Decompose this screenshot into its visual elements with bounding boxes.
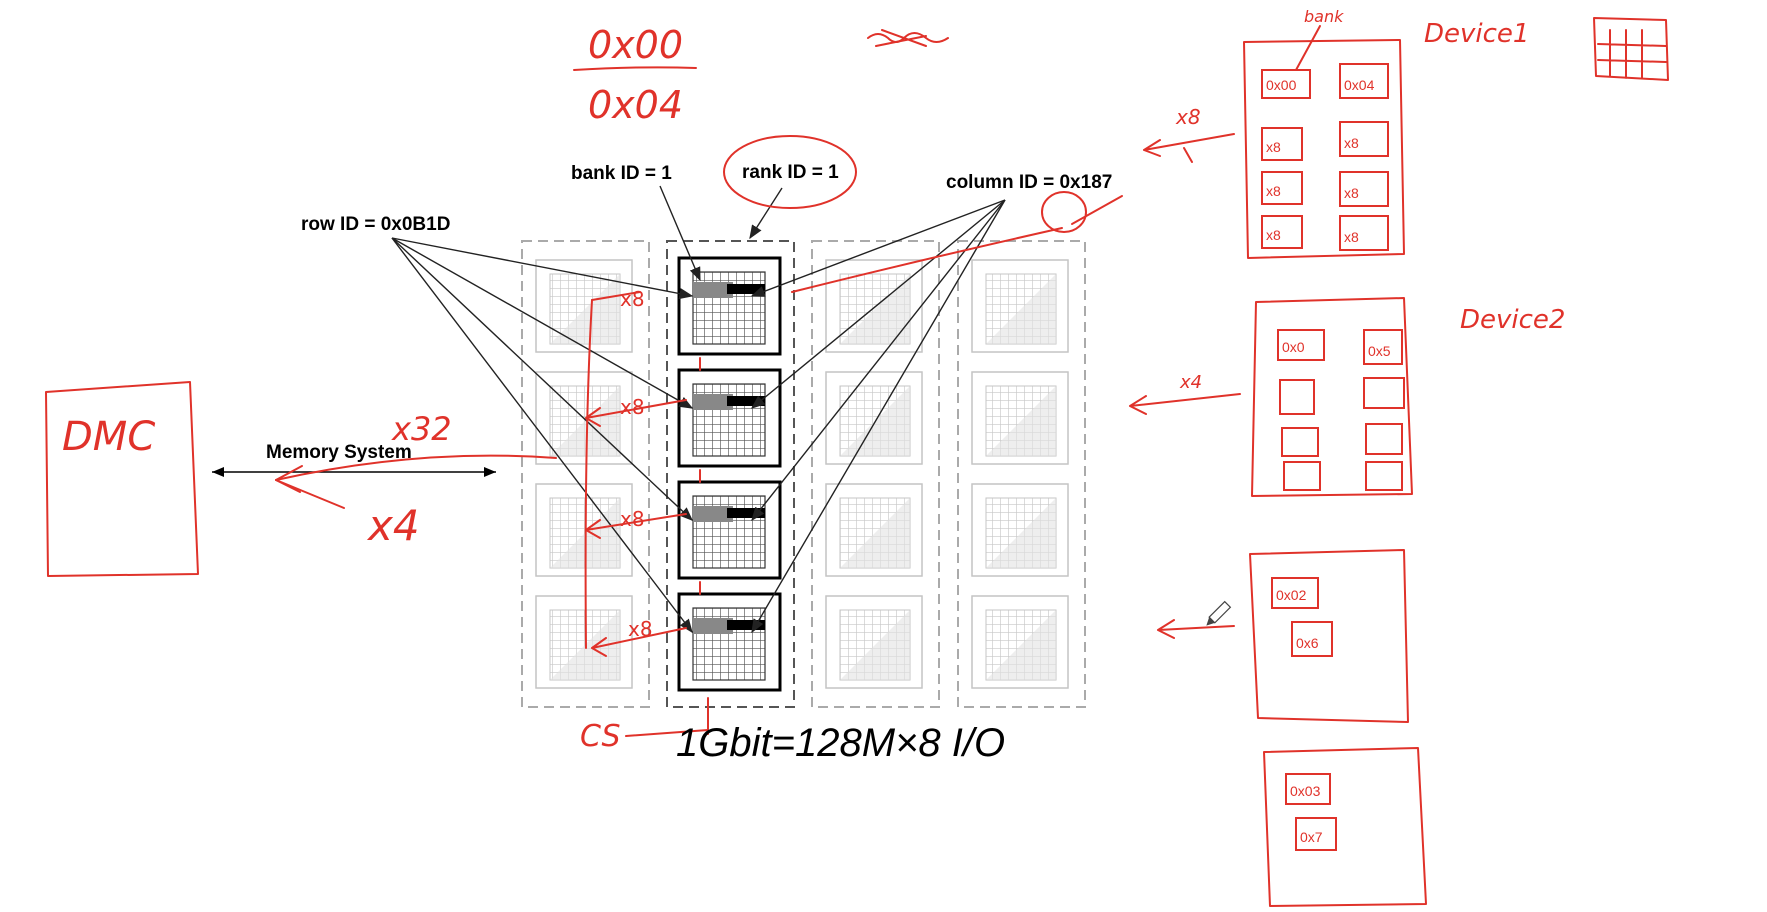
device1-cell-label-3: x8 bbox=[1344, 135, 1359, 151]
cs-note: CS bbox=[580, 719, 621, 754]
device4-box bbox=[1263, 747, 1427, 907]
chip-rank1-2 bbox=[677, 480, 782, 580]
bank-id-label: bank ID = 1 bbox=[571, 163, 672, 184]
device3-cell-label-0: 0x02 bbox=[1276, 587, 1307, 603]
chip-faded-3-0 bbox=[971, 259, 1069, 353]
device1-cell-label-2: x8 bbox=[1266, 139, 1281, 155]
device1-cell-label-5: x8 bbox=[1344, 185, 1359, 201]
device1-cell-label-1: 0x04 bbox=[1344, 77, 1375, 93]
dmc-box bbox=[45, 381, 199, 577]
device1-label: Device1 bbox=[1424, 19, 1529, 49]
device1-cell-6 bbox=[1261, 215, 1303, 249]
faded-chips bbox=[535, 259, 1069, 689]
device1-cell-0 bbox=[1261, 69, 1311, 99]
chip-faded-2-3 bbox=[825, 595, 923, 689]
x4-note: x4 bbox=[366, 501, 420, 550]
x8-note-4: x8 bbox=[628, 617, 653, 641]
row-id-label: row ID = 0x0B1D bbox=[301, 214, 450, 235]
chip-faded-0-0 bbox=[535, 259, 633, 353]
x32-note: x32 bbox=[391, 410, 452, 448]
chip-rank1-1 bbox=[677, 368, 782, 468]
x8-note-1: x8 bbox=[620, 287, 645, 311]
device4-cell-label-1: 0x7 bbox=[1300, 829, 1323, 845]
device2-cell-6 bbox=[1283, 461, 1321, 491]
column-id-label: column ID = 0x187 bbox=[946, 172, 1112, 193]
device1-cell-3 bbox=[1339, 121, 1389, 157]
memory-ranks bbox=[521, 240, 1086, 708]
chip-faded-2-0 bbox=[825, 259, 923, 353]
device1-x8-note: x8 bbox=[1175, 105, 1201, 129]
chip-rank1-3 bbox=[677, 592, 782, 692]
device1-cell-label-0: 0x00 bbox=[1266, 77, 1297, 93]
rank-2 bbox=[811, 240, 940, 708]
device1-box bbox=[1243, 39, 1405, 259]
pointer-lines bbox=[391, 185, 1006, 634]
device2-cell-4 bbox=[1281, 427, 1319, 457]
device1-cell-2 bbox=[1261, 127, 1303, 161]
dmc-label: DMC bbox=[62, 414, 155, 460]
ink-annotations: 0x00 0x04 DMC x32 x4 x8 x8 x8 x8 CS bbox=[45, 7, 1669, 907]
memory-system-label: Memory System bbox=[266, 442, 412, 463]
rank-0 bbox=[521, 240, 650, 708]
x8-note-3: x8 bbox=[620, 507, 645, 531]
addr-top-note: 0x00 bbox=[588, 23, 683, 67]
device1-cell-label-4: x8 bbox=[1266, 183, 1281, 199]
x8-note-2: x8 bbox=[620, 395, 645, 419]
memory-system-arrow bbox=[212, 467, 496, 477]
device1-grid-icon bbox=[1593, 17, 1669, 81]
chip-faded-2-2 bbox=[825, 483, 923, 577]
rank-id-label: rank ID = 1 bbox=[742, 162, 839, 183]
chip-faded-3-1 bbox=[971, 371, 1069, 465]
device2-cell-7 bbox=[1365, 461, 1403, 491]
device4-cell-1 bbox=[1295, 817, 1337, 851]
chip-faded-3-3 bbox=[971, 595, 1069, 689]
pencil-cursor-icon bbox=[1206, 600, 1232, 626]
device2-box bbox=[1251, 297, 1413, 497]
device2-cell-label-1: 0x5 bbox=[1368, 343, 1391, 359]
device2-x4-note: x4 bbox=[1179, 372, 1202, 393]
device3-box bbox=[1249, 549, 1409, 723]
device2-cell-2 bbox=[1279, 379, 1315, 415]
chip-faded-2-1 bbox=[825, 371, 923, 465]
addr-second-note: 0x04 bbox=[588, 83, 683, 127]
bank-note: bank bbox=[1304, 7, 1344, 26]
device2-cell-1 bbox=[1363, 329, 1403, 365]
device3-cell-1 bbox=[1291, 621, 1333, 657]
chip-faded-0-2 bbox=[535, 483, 633, 577]
device4-cell-0 bbox=[1285, 773, 1331, 805]
rank-1 bbox=[666, 240, 795, 708]
device2-cell-3 bbox=[1363, 377, 1405, 409]
chip-faded-3-2 bbox=[971, 483, 1069, 577]
device2-cell-0 bbox=[1277, 329, 1325, 361]
device1-cell-7 bbox=[1339, 215, 1389, 251]
device2-label: Device2 bbox=[1460, 305, 1565, 335]
capacity-formula: 1Gbit=128M×8 I/O bbox=[676, 721, 1005, 765]
device2-cell-5 bbox=[1365, 423, 1403, 455]
device1-cell-label-6: x8 bbox=[1266, 227, 1281, 243]
device2-cell-label-0: 0x0 bbox=[1282, 339, 1305, 355]
device3-cell-label-1: 0x6 bbox=[1296, 635, 1319, 651]
highlighted-chips bbox=[677, 256, 782, 692]
device1-cell-label-7: x8 bbox=[1344, 229, 1359, 245]
device1-cell-5 bbox=[1339, 171, 1389, 207]
rank-3 bbox=[957, 240, 1086, 708]
device1-cell-4 bbox=[1261, 171, 1303, 205]
chip-rank1-0 bbox=[677, 256, 782, 356]
device4-cell-label-0: 0x03 bbox=[1290, 783, 1321, 799]
device3-cell-0 bbox=[1271, 577, 1319, 609]
device1-cell-1 bbox=[1339, 63, 1389, 99]
